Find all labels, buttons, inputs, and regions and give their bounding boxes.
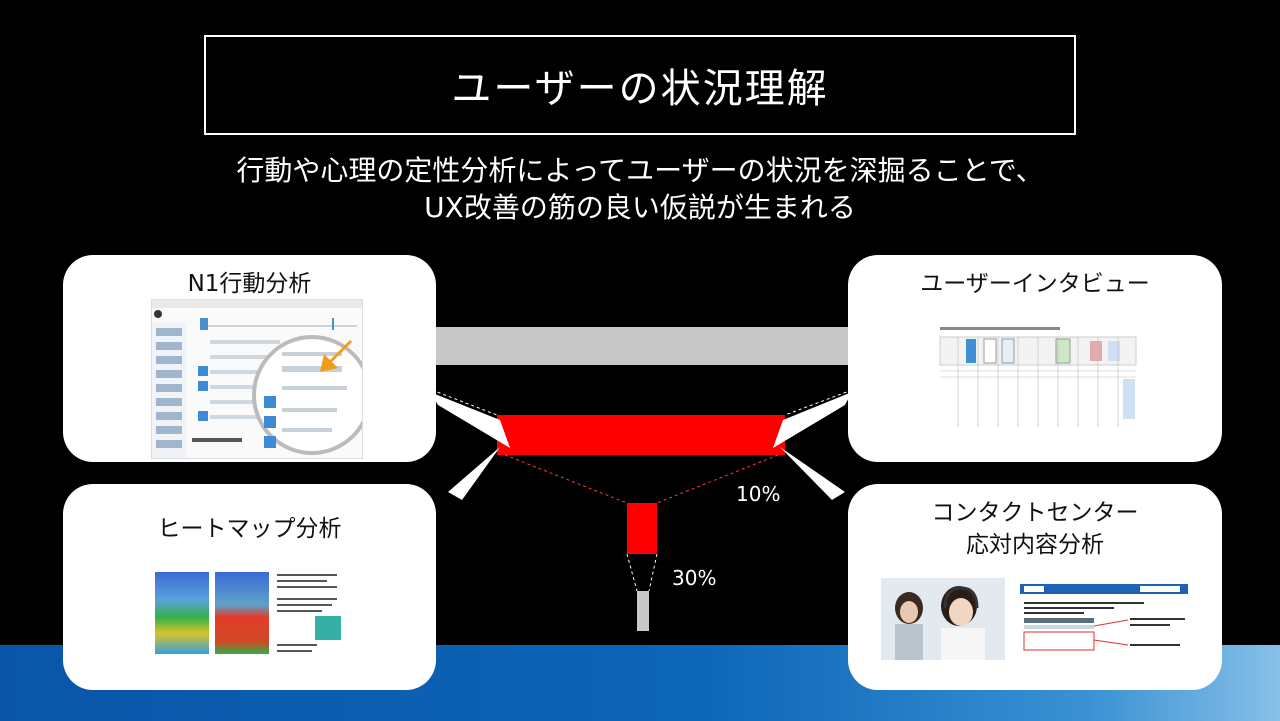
card-interview-title: ユーザーインタビュー xyxy=(920,271,1150,297)
card-contact-center-analysis: コンタクトセンター 応対内容分析 xyxy=(848,484,1222,690)
page-title-box: ユーザーの状況理解 xyxy=(204,35,1076,135)
interview-spreadsheet-image xyxy=(938,327,1138,427)
page-title: ユーザーの状況理解 xyxy=(451,66,829,112)
operator-photo-image xyxy=(881,578,1005,660)
funnel-red-bar xyxy=(497,415,785,455)
percent-10-label: 10% xyxy=(736,482,781,506)
card-n1-title: N1行動分析 xyxy=(187,271,312,297)
funnel-gray-bar xyxy=(432,327,852,365)
card-heatmap-title: ヒートマップ分析 xyxy=(157,516,342,542)
subtitle-line-1: 行動や心理の定性分析によってユーザーの状況を深掘ることで、 xyxy=(236,154,1044,187)
card-heatmap-analysis: ヒートマップ分析 xyxy=(63,484,436,690)
funnel-red-small-bar xyxy=(627,503,657,554)
card-contact-title-line-1: コンタクトセンター xyxy=(931,500,1139,526)
card-contact-title-line-2: 応対内容分析 xyxy=(966,532,1104,558)
subtitle: 行動や心理の定性分析によってユーザーの状況を深掘ることで、 UX改善の筋の良い仮… xyxy=(140,152,1140,226)
card-user-interview: ユーザーインタビュー xyxy=(848,255,1222,462)
contact-report-image xyxy=(1020,584,1188,658)
funnel-gray-small-bar xyxy=(637,591,649,631)
n1-screenshot-image xyxy=(151,299,363,459)
subtitle-line-2: UX改善の筋の良い仮説が生まれる xyxy=(424,191,856,224)
percent-30-label: 30% xyxy=(672,566,717,590)
card-n1-behavior-analysis: N1行動分析 xyxy=(63,255,436,462)
heatmap-screenshot-image xyxy=(153,568,353,656)
